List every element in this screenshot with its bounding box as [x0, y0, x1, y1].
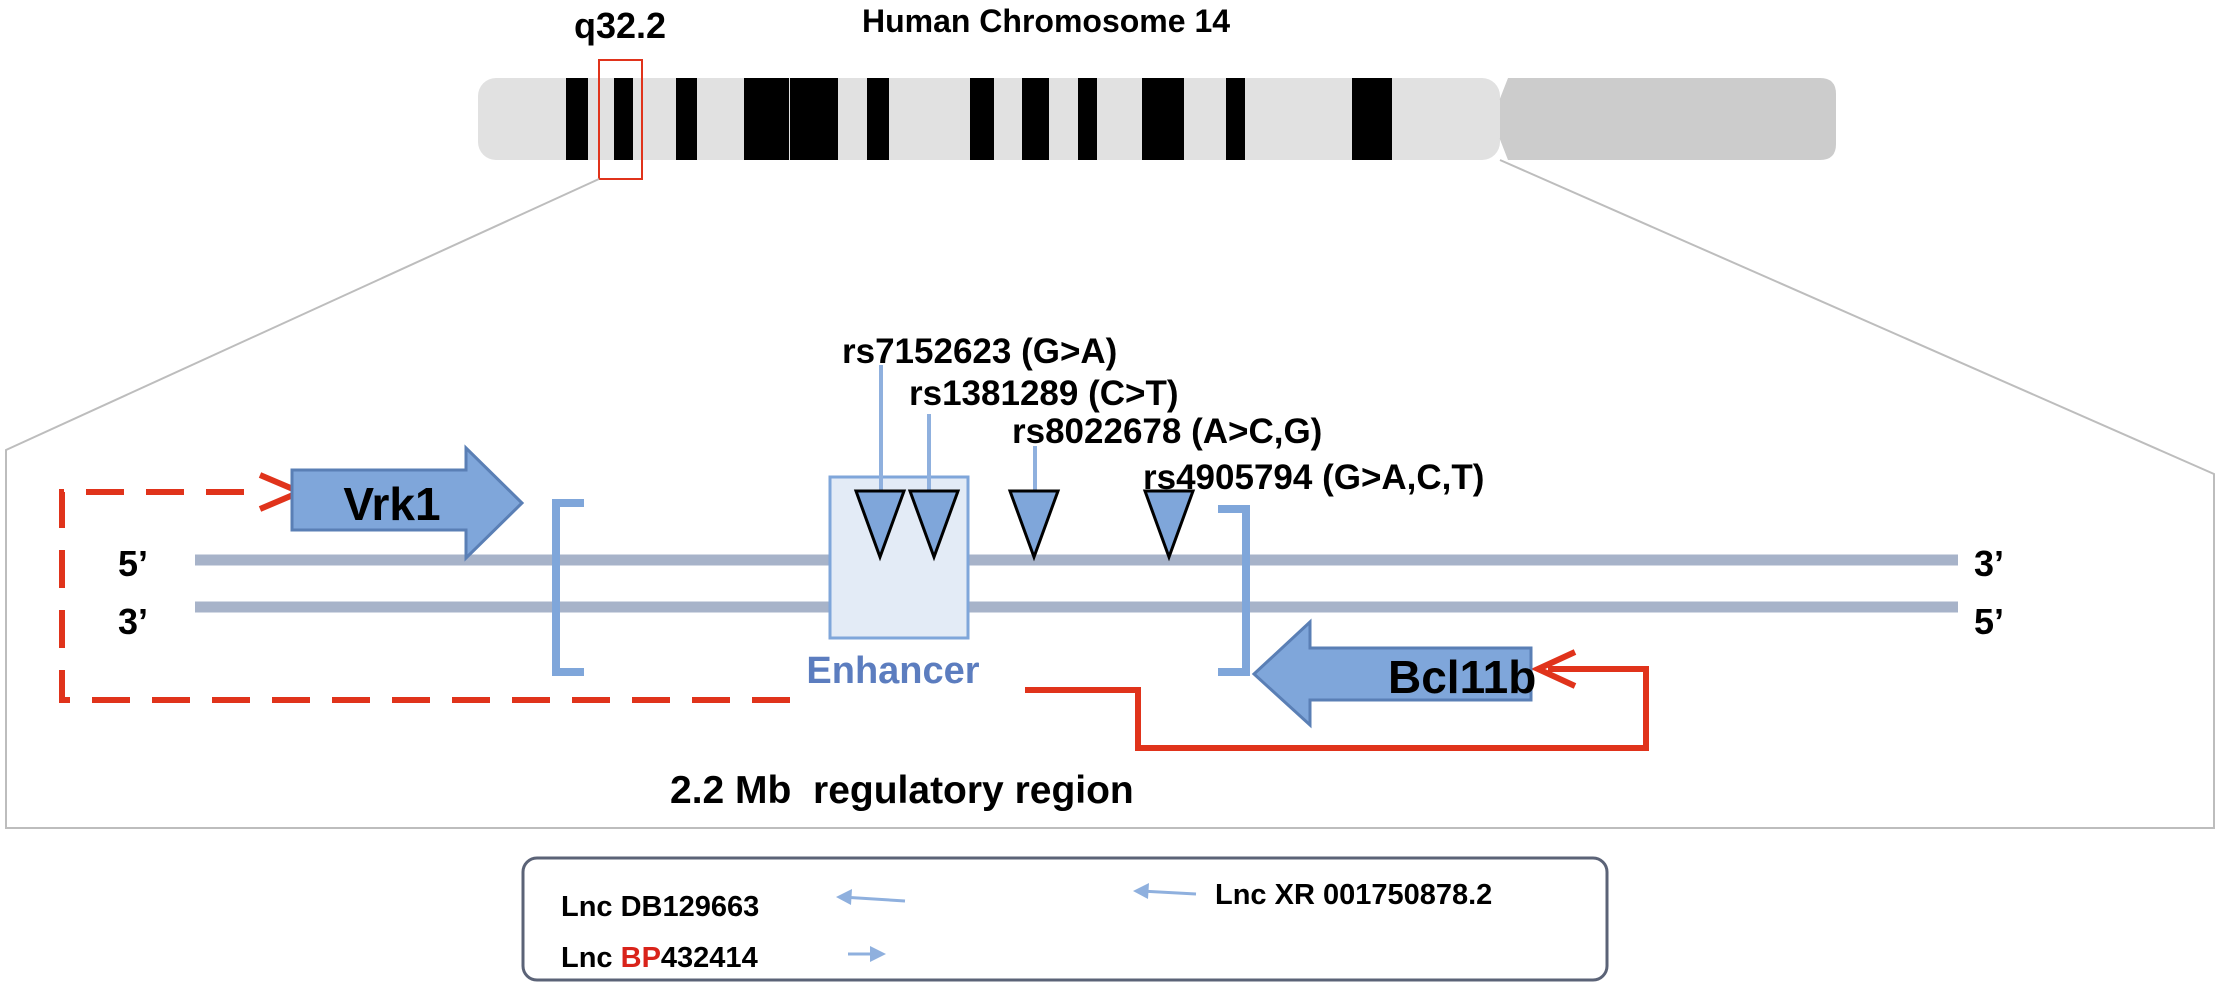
zoom-outline [5, 159, 2215, 829]
snp-triangle-rs1381289 [907, 489, 961, 562]
legend-item-xr001750878: Lnc XR 001750878.2 [1215, 879, 1492, 911]
band [566, 78, 588, 160]
dna-strands: 5’ 3’ 3’ 5’ [118, 543, 2004, 642]
chromosome-bands [566, 78, 1392, 160]
vrk1-label: Vrk1 [343, 478, 440, 530]
band [676, 78, 697, 160]
snp-triangle-rs4905794 [1142, 489, 1196, 562]
regulatory-region-label: 2.2 Mb regulatory region [670, 769, 1134, 812]
band [1022, 78, 1049, 160]
snp-label-rs8022678: rs8022678 (A>C,G) [1012, 412, 1322, 451]
band [614, 78, 633, 160]
legend-arrowhead-bp432414 [870, 946, 886, 962]
chromosome-short-arm [1492, 78, 1836, 160]
band [1078, 78, 1097, 160]
strand-label-bottom-left: 3’ [118, 601, 148, 642]
gene-vrk1: Vrk1 [290, 444, 525, 562]
centromere [1480, 78, 1500, 160]
snp-label-rs7152623: rs7152623 (G>A) [842, 332, 1117, 371]
snp-triangle-rs8022678 [1007, 489, 1061, 562]
legend-box: Lnc DB129663 Lnc BP432414 Lnc XR 0017508… [521, 856, 1609, 982]
snp-label-rs4905794: rs4905794 (G>A,C,T) [1143, 458, 1484, 497]
gene-bcl11b: Bcl11b [1251, 618, 1536, 729]
band [790, 78, 838, 160]
band [867, 78, 889, 160]
region-bracket-right [1218, 505, 1250, 676]
bcl11b-arrow [1251, 618, 1533, 729]
chromosome-title: Human Chromosome 14 [862, 3, 1230, 39]
legend-arrow-db129663 [841, 895, 906, 903]
dashed-loop-line [59, 489, 790, 703]
legend-item-db129663: Lnc DB129663 [561, 891, 759, 923]
chromosome-ideogram: q32.2 Human Chromosome 14 [478, 3, 1836, 180]
legend-arrowhead-db129663 [836, 889, 852, 905]
band [1352, 78, 1392, 160]
snp-markers: rs7152623 (G>A) rs1381289 (C>T) rs802267… [842, 332, 1484, 562]
snp-triangle-rs7152623 [853, 489, 907, 562]
solid-loop-arrowhead [1530, 649, 1577, 689]
strand-label-bottom-right: 5’ [1974, 601, 2004, 642]
solid-loop-line [1025, 666, 1649, 751]
band-label: q32.2 [574, 5, 666, 46]
region-bracket-left [552, 499, 584, 676]
enhancer-label: Enhancer [806, 650, 979, 692]
legend-arrowhead-xr001750878 [1133, 883, 1149, 899]
band [1142, 78, 1184, 160]
band [1226, 78, 1245, 160]
strand-label-top-right: 3’ [1974, 543, 2004, 584]
snp-label-rs1381289: rs1381289 (C>T) [909, 374, 1178, 413]
legend-border [521, 856, 1609, 982]
legend-item-bp432414: Lnc BP432414 [561, 942, 758, 974]
legend-bp-highlight: BP [621, 942, 661, 974]
bcl11b-label: Bcl11b [1388, 651, 1536, 703]
band-highlight-box [598, 59, 643, 180]
band [970, 78, 994, 160]
vrk1-arrow [290, 444, 525, 562]
legend-bp-suffix: 432414 [661, 942, 758, 974]
band [744, 78, 789, 160]
legend-bp-prefix: Lnc [561, 942, 621, 974]
strand-label-top-left: 5’ [118, 543, 148, 584]
legend-arrow-xr001750878 [1139, 889, 1197, 896]
